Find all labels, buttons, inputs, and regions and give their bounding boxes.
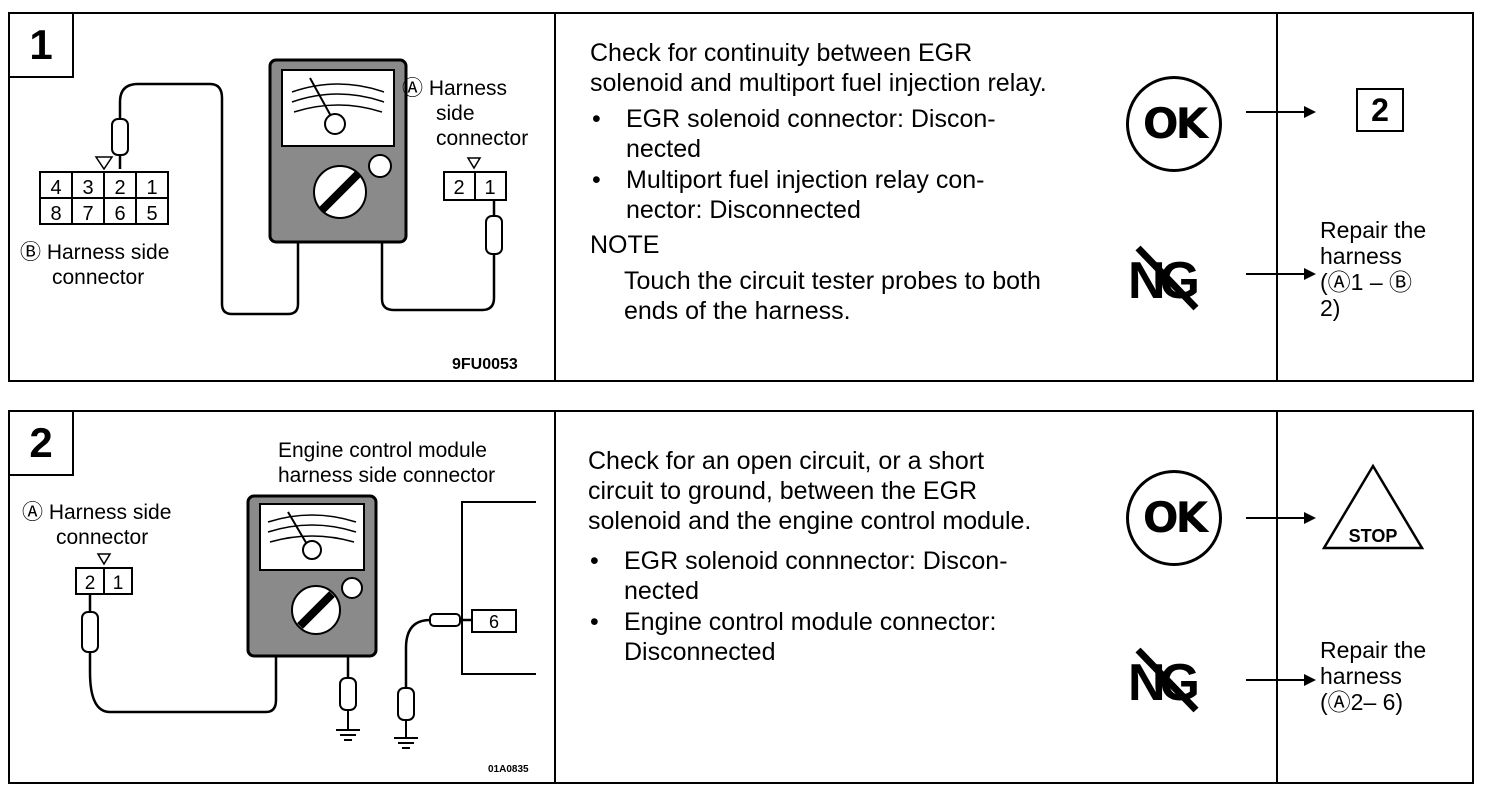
step-1-results: 2 Repair the harness (Ⓐ1 – Ⓑ 2) bbox=[1278, 14, 1472, 380]
pin-b-8: 8 bbox=[50, 203, 61, 225]
step-1-figure: 1 4 bbox=[10, 14, 556, 380]
multimeter-diagram: 4 3 2 1 8 7 6 5 2 1 bbox=[39, 58, 507, 316]
step-1-panel: 1 4 bbox=[8, 12, 1474, 382]
pin-ecm-6: 6 bbox=[489, 612, 499, 632]
bullet-item: Multiport fuel injection relay con- nect… bbox=[590, 165, 1050, 225]
label-ecm-2: harness side connector bbox=[278, 464, 496, 487]
label-harness-a: Ⓐ Harness side bbox=[22, 501, 172, 524]
ok-icon: OK bbox=[1126, 76, 1222, 172]
pin-a-1: 1 bbox=[113, 573, 124, 594]
repair-line-3: (Ⓐ2– 6) bbox=[1320, 689, 1404, 715]
bullet-item: EGR solenoid connector: Discon- nected bbox=[590, 104, 1050, 164]
label-harness-a-connector: connector bbox=[56, 526, 149, 549]
ng-icon: NG bbox=[1128, 245, 1204, 311]
arrow-right-icon bbox=[1246, 674, 1316, 686]
step-2-panel: 2 6 2 1 bbox=[8, 410, 1474, 784]
pin-b-1: 1 bbox=[146, 177, 157, 199]
step-2-results: STOP Repair the harness (Ⓐ2– 6) bbox=[1278, 412, 1472, 782]
step-number: 2 bbox=[10, 412, 74, 476]
multimeter-diagram: 6 2 1 bbox=[75, 494, 536, 749]
ok-icon: OK bbox=[1126, 470, 1222, 566]
bullet-item: EGR solenoid connnector: Discon- nected bbox=[588, 546, 1038, 606]
pin-a-2: 2 bbox=[453, 177, 464, 199]
label-harness-a-connector: connector bbox=[436, 127, 529, 150]
label-harness-a: Ⓐ Harness bbox=[402, 77, 508, 100]
svg-text:STOP: STOP bbox=[1349, 526, 1398, 546]
pin-b-5: 5 bbox=[146, 203, 157, 225]
arrow-right-icon bbox=[1246, 268, 1316, 280]
repair-line-2: harness bbox=[1320, 243, 1402, 269]
step-2-figure: 2 6 2 1 bbox=[10, 412, 556, 782]
step-1-instructions: Check for continuity between EGR solenoi… bbox=[556, 14, 1316, 380]
note-body: Touch the circuit tester probes to both … bbox=[624, 267, 1041, 325]
instruction-text: Check for continuity between EGR solenoi… bbox=[590, 39, 1047, 97]
bullet-item: Engine control module connector: Disconn… bbox=[588, 607, 1038, 667]
pin-a-1: 1 bbox=[484, 177, 495, 199]
pin-a-2: 2 bbox=[85, 573, 96, 594]
label-harness-b: Ⓑ Harness side bbox=[20, 241, 170, 264]
note-title: NOTE bbox=[590, 231, 660, 259]
pin-b-2: 2 bbox=[114, 177, 125, 199]
pin-b-7: 7 bbox=[82, 203, 93, 225]
pin-b-6: 6 bbox=[114, 203, 125, 225]
repair-line-3: (Ⓐ1 – Ⓑ bbox=[1320, 269, 1413, 295]
label-harness-a-side: side bbox=[436, 102, 475, 125]
ng-icon: NG bbox=[1128, 647, 1204, 713]
figure-code: 9FU0053 bbox=[452, 356, 518, 373]
repair-line-4: 2) bbox=[1320, 295, 1341, 321]
arrow-right-icon bbox=[1246, 512, 1316, 524]
label-ecm-1: Engine control module bbox=[278, 439, 487, 462]
go-to-step-box[interactable]: 2 bbox=[1356, 88, 1404, 132]
repair-line-1: Repair the bbox=[1320, 217, 1427, 243]
pin-b-3: 3 bbox=[82, 177, 93, 199]
pin-b-4: 4 bbox=[50, 177, 61, 199]
stop-triangle-icon: STOP bbox=[1321, 463, 1425, 550]
instruction-text: Check for an open circuit, or a short ci… bbox=[588, 447, 1032, 535]
repair-line-2: harness bbox=[1320, 663, 1402, 689]
repair-line-1: Repair the bbox=[1320, 637, 1427, 663]
label-harness-b-connector: connector bbox=[52, 266, 145, 289]
figure-code: 01A0835 bbox=[488, 764, 529, 775]
arrow-right-icon bbox=[1246, 106, 1316, 118]
step-number: 1 bbox=[10, 14, 74, 78]
step-2-instructions: Check for an open circuit, or a short ci… bbox=[556, 412, 1316, 782]
